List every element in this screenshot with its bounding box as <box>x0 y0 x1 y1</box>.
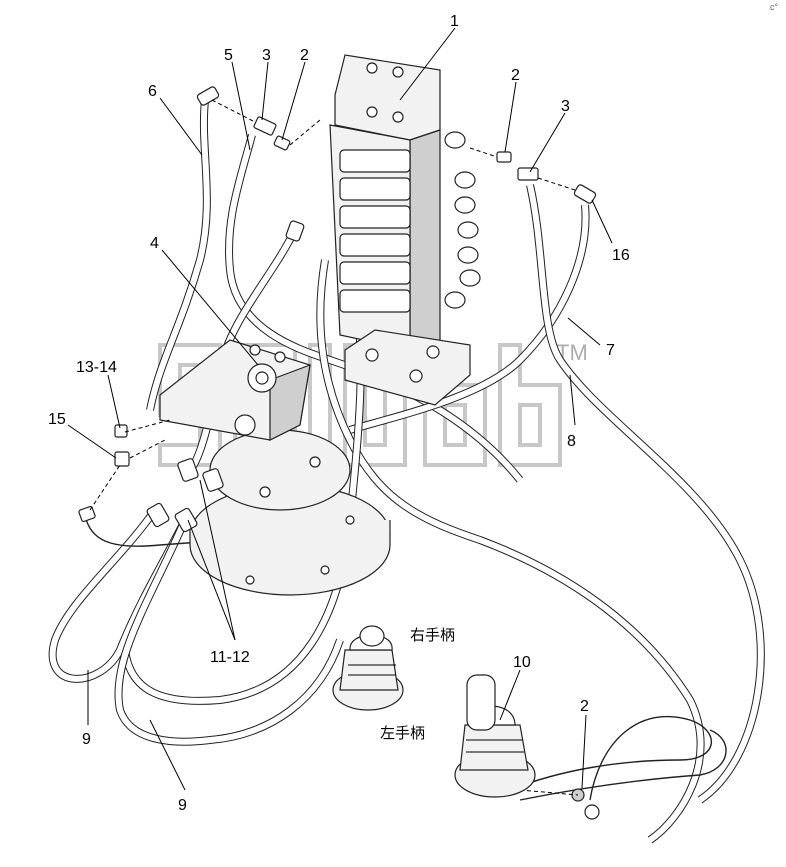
callout-16: 16 <box>612 247 630 264</box>
left-handle-joystick-10 <box>454 674 536 798</box>
callout-2-right: 2 <box>511 67 520 84</box>
right-handle-label: 右手柄 <box>410 626 455 644</box>
callouts: 1 5 3 2 6 2 3 16 4 7 8 13-14 15 11-12 9 … <box>48 13 630 814</box>
right-handle-joystick <box>332 625 404 711</box>
callout-15: 15 <box>48 411 66 428</box>
swivel-joint-assembly <box>159 339 391 596</box>
handle-labels: 右手柄 左手柄 <box>380 626 455 742</box>
leader-lines <box>67 27 613 791</box>
fittings <box>78 86 600 820</box>
callout-3-right: 3 <box>561 98 570 115</box>
corner-mark: c° <box>770 2 779 12</box>
callout-1: 1 <box>450 13 459 30</box>
left-handle-label: 左手柄 <box>380 724 425 742</box>
callout-11-12: 11-12 <box>210 649 250 666</box>
callout-10: 10 <box>513 654 531 671</box>
callout-9-bottom: 9 <box>178 797 187 814</box>
callout-5: 5 <box>224 47 233 64</box>
callout-9-left: 9 <box>82 731 91 748</box>
callout-2-bottom: 2 <box>580 698 589 715</box>
callout-8: 8 <box>567 433 576 450</box>
dashed-connections <box>89 99 579 796</box>
callout-4: 4 <box>150 235 159 252</box>
callout-6: 6 <box>148 83 157 100</box>
callout-2-left: 2 <box>300 47 309 64</box>
control-valve-bank <box>329 54 481 406</box>
callout-13-14: 13-14 <box>76 359 117 376</box>
callout-7: 7 <box>606 342 615 359</box>
callout-3-left: 3 <box>262 47 271 64</box>
